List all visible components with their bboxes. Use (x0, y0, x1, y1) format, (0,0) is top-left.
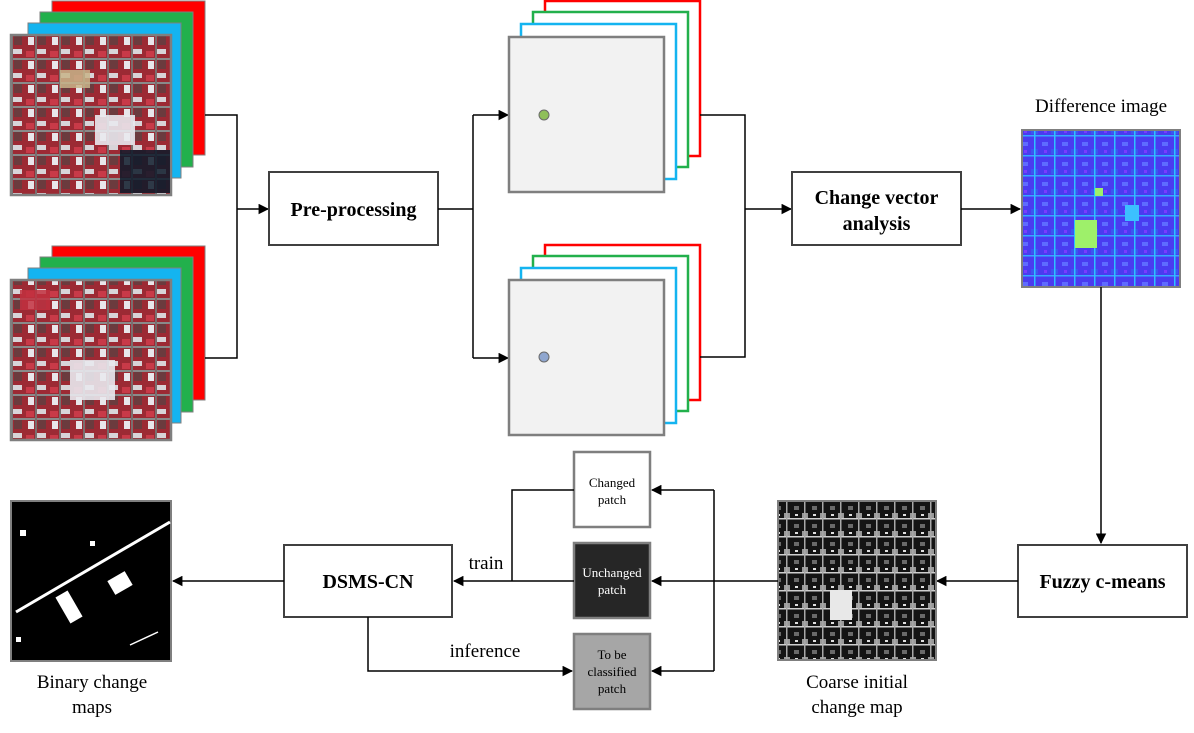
pixel-dot-green (538, 109, 550, 121)
changed-patch-label-line2: patch (598, 492, 627, 507)
difference-image (1021, 129, 1181, 288)
changed-patch-node: Changed patch (572, 450, 652, 529)
fcm-node: Fuzzy c-means (1017, 544, 1188, 618)
processed-image-t2 (507, 278, 666, 437)
cva-node: Change vector analysis (791, 171, 962, 246)
processed-image-t1 (507, 35, 666, 194)
fcm-box (1017, 544, 1188, 618)
tbc-patch-box (572, 632, 652, 711)
preprocessing-node: Pre-processing (268, 171, 439, 246)
connector-inputs-to-preprocessing (205, 114, 270, 359)
binary-map-node: Binary change maps (10, 500, 172, 718)
connector-stacks-to-cva (700, 114, 793, 358)
changed-patch-box (572, 450, 652, 529)
connector-dsms-inference: inference (367, 617, 574, 677)
difference-image-label: Difference image (1035, 96, 1167, 117)
fcm-label: Fuzzy c-means (1039, 571, 1165, 593)
unchanged-patch-box (572, 541, 652, 620)
coarse-change-map (777, 500, 937, 661)
changed-patch-label-line1: Changed (589, 475, 636, 490)
input-image-stack-t1 (9, 0, 206, 197)
cva-label-line2: analysis (843, 213, 911, 235)
binary-change-map (10, 500, 172, 662)
cva-label-line1: Change vector (815, 187, 939, 209)
binary-map-label-line1: Binary change (37, 672, 147, 693)
input-image-stack-t2 (9, 245, 206, 442)
train-label: train (469, 553, 504, 574)
preprocessing-box (268, 171, 439, 246)
connector-coarse-to-patches (650, 484, 778, 677)
tbc-patch-label-line1: To be (597, 647, 626, 662)
unchanged-patch-label-line2: patch (598, 582, 627, 597)
dsms-node: DSMS-CN (283, 544, 453, 618)
tbc-patch-label-line3: patch (598, 681, 627, 696)
dsms-label: DSMS-CN (322, 571, 414, 593)
unchanged-patch-node: Unchanged patch (572, 541, 652, 620)
coarse-map-node: Coarse initial change map (777, 500, 937, 718)
connector-preprocessing-to-stacks (438, 109, 510, 364)
difference-image-node: Difference image (1021, 96, 1181, 288)
processed-stack-t1 (507, 0, 702, 194)
inference-label: inference (450, 641, 521, 662)
pixel-dot-blue (538, 351, 550, 363)
coarse-map-label-line2: change map (811, 697, 902, 718)
tbc-patch-label-line2: classified (587, 664, 637, 679)
unchanged-patch-label-line1: Unchanged (582, 565, 642, 580)
binary-map-label-line2: maps (72, 697, 112, 718)
coarse-map-label-line1: Coarse initial (806, 672, 908, 693)
tbc-patch-node: To be classified patch (572, 632, 652, 711)
preprocessing-label: Pre-processing (291, 199, 417, 221)
processed-stack-t2 (507, 243, 702, 437)
connector-patches-to-dsms: train (452, 489, 574, 587)
